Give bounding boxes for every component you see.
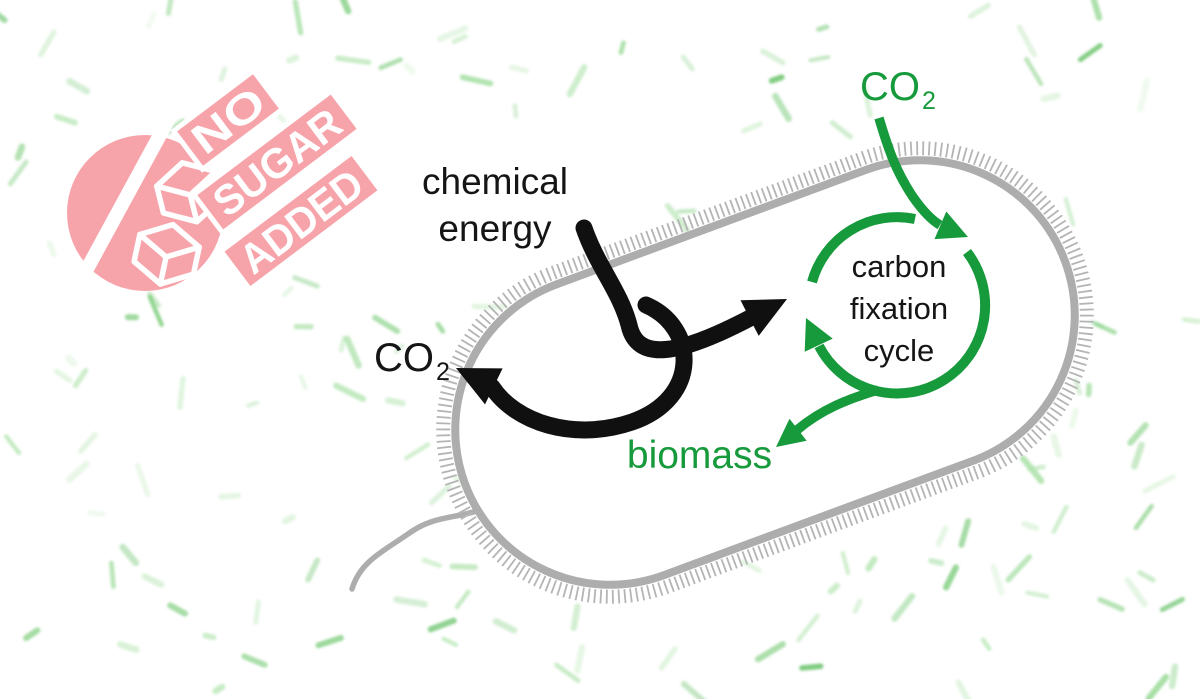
co2-output-label: CO2 [374,336,450,386]
chemical-energy-arrow [575,219,761,359]
co2-uptake-arrow [874,116,943,230]
co2-release-arrowhead-icon [456,368,503,405]
biomass-arrow [793,385,880,434]
biomass-label: biomass [626,434,773,477]
prohibition-slash-icon [74,96,186,284]
carbon-fixation-cycle-label: carbon fixation cycle [849,249,949,368]
cycle-arc-main [814,248,991,399]
chemical-energy-label: chemical energy [360,158,630,252]
co2-uptake-arrowhead-icon [934,211,968,240]
chemical-energy-arrowhead-icon [740,299,787,336]
chemical-energy-line2: energy [438,208,552,249]
co2-release-arrow [483,296,693,439]
co2-input-label: CO2 [860,65,936,115]
flagellum [349,499,503,592]
chemical-energy-line1: chemical [422,161,568,202]
carbon-flow-arrows [793,116,991,434]
cycle-arrowhead-icon [804,318,833,352]
energy-co2-arrows [483,219,761,439]
cycle-arc-top [807,212,917,284]
biomass-arrowhead-icon [776,418,807,447]
no-sugar-added-stamp: NO SUGAR ADDED [67,67,385,294]
